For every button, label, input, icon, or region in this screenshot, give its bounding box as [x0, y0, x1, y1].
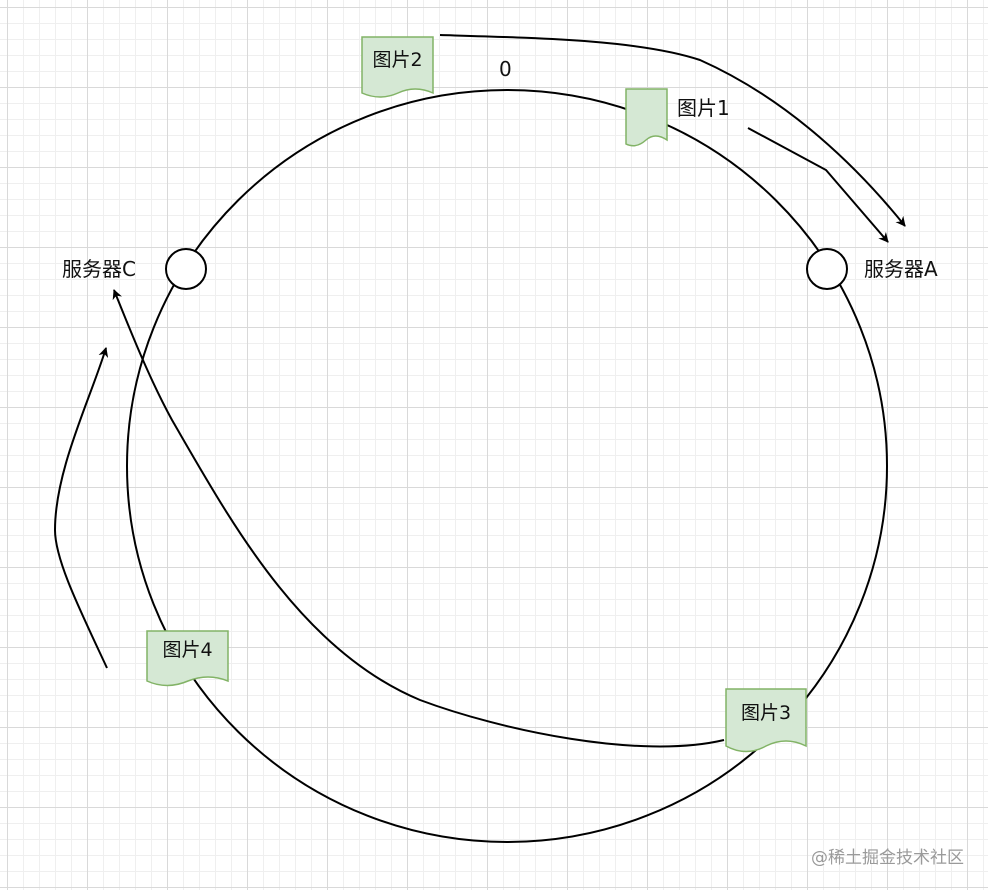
image-doc-2: 图片2: [361, 36, 434, 98]
server-c-label: 服务器C: [62, 257, 136, 281]
arrow-image2-to-serverA: [439, 34, 906, 227]
arrow-image3-to-serverC: [112, 289, 725, 748]
arrow-image4-to-serverC: [53, 347, 109, 669]
image-doc-1-label: 图片1: [677, 96, 730, 120]
hash-ring: [126, 89, 888, 843]
image-doc-3-label: 图片3: [741, 702, 791, 724]
image-doc-3: 图片3: [725, 688, 807, 753]
arrow-image1-to-serverA: [747, 127, 889, 243]
server-c-node: [165, 248, 207, 290]
image-doc-2-label: 图片2: [372, 49, 422, 71]
ring-zero-label: 0: [499, 57, 512, 81]
image-doc-4: 图片4: [146, 630, 229, 687]
watermark: @稀土掘金技术社区: [811, 848, 964, 868]
image-doc-4-label: 图片4: [162, 639, 212, 661]
image-doc-1: [625, 88, 668, 147]
server-a-node: [806, 248, 848, 290]
server-a-label: 服务器A: [864, 257, 938, 281]
